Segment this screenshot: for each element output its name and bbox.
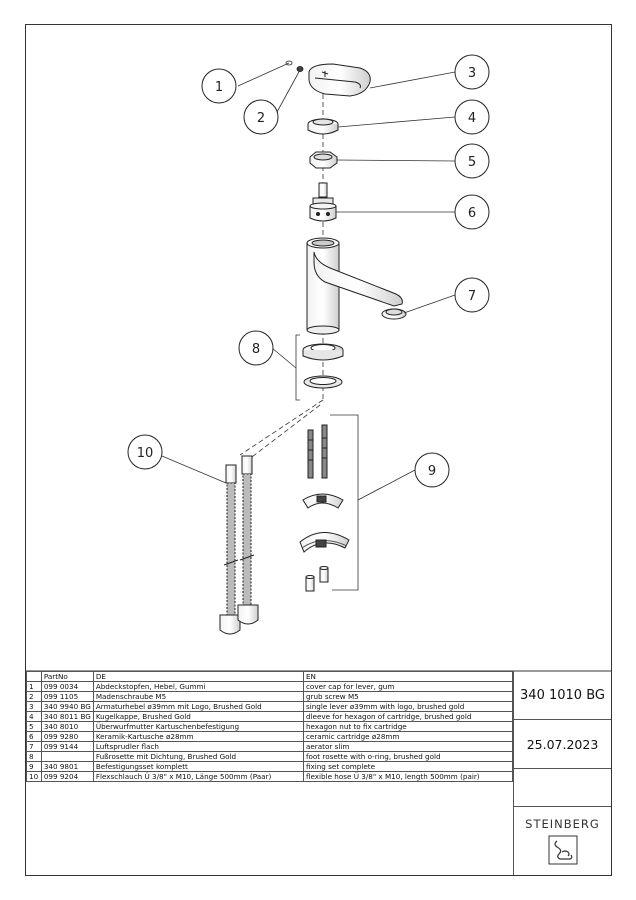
- cell-pos: 4: [26, 711, 42, 722]
- cell-en: flexible hose Ü 3/8" x M10, length 500mm…: [302, 771, 514, 782]
- cell-de: Keramik-Kartusche ø28mm: [92, 731, 304, 742]
- parts-list-table: PartNo DE EN 1 099 0034 Abdeckstopfen, H…: [26, 671, 514, 782]
- header-part-no: PartNo: [40, 671, 94, 682]
- cell-en: fixing set complete: [302, 761, 514, 772]
- foot-rosette-part: [302, 343, 344, 389]
- brand-name: STEINBERG: [525, 817, 600, 831]
- aerator-part: [381, 308, 407, 320]
- brand-block: STEINBERG: [513, 807, 611, 875]
- table-row: 4 340 8011 BG Kugelkappe, Brushed Gold d…: [26, 711, 514, 722]
- callout-2: 2: [243, 99, 279, 135]
- cell-de: Abdeckstopfen, Hebel, Gummi: [92, 681, 304, 692]
- svg-text:6: 6: [468, 206, 476, 221]
- cell-part-no: 340 8010: [40, 721, 94, 732]
- svg-text:3: 3: [468, 66, 476, 81]
- cell-en: single lever ø39mm with logo, brushed go…: [302, 701, 514, 712]
- flex-hoses-part: [219, 455, 259, 635]
- cell-part-no: 340 9801: [40, 761, 94, 772]
- header-pos: [26, 671, 42, 682]
- cell-part-no: 099 0034: [40, 681, 94, 692]
- drawing-date: 25.07.2023: [513, 720, 611, 769]
- cell-de: Flexschlauch Ü 3/8" x M10, Länge 500mm (…: [92, 771, 304, 782]
- grub-screw-part: [296, 66, 304, 72]
- cell-part-no: 099 9204: [40, 771, 94, 782]
- callout-8: 8: [238, 330, 274, 366]
- fixing-set-bracket: [330, 414, 359, 591]
- cell-en: grub screw M5: [302, 691, 514, 702]
- cell-de: Luftsprudler flach: [92, 741, 304, 752]
- hexagon-nut-part: [309, 151, 338, 169]
- svg-text:10: 10: [137, 446, 154, 461]
- cell-part-no: 099 9144: [40, 741, 94, 752]
- table-row: 3 340 9940 BG Armaturhebel ø39mm mit Log…: [26, 701, 514, 712]
- cell-pos: 1: [26, 681, 42, 692]
- table-row: 2 099 1105 Madenschraube M5 grub screw M…: [26, 691, 514, 702]
- article-number: 340 1010 BG: [513, 671, 611, 720]
- lever-part: [308, 63, 371, 97]
- cell-en: cover cap for lever, gum: [302, 681, 514, 692]
- callout-7: 7: [454, 277, 490, 313]
- cell-pos: 7: [26, 741, 42, 752]
- callout-9: 9: [414, 452, 450, 488]
- callout-4: 4: [454, 99, 490, 135]
- cell-de: Armaturhebel ø39mm mit Logo, Brushed Gol…: [92, 701, 304, 712]
- header-de: DE: [92, 671, 304, 682]
- cell-de: Kugelkappe, Brushed Gold: [92, 711, 304, 722]
- cell-pos: 8: [26, 751, 42, 762]
- table-header-row: PartNo DE EN: [26, 671, 514, 682]
- cell-pos: 9: [26, 761, 42, 772]
- callout-10: 10: [127, 434, 163, 470]
- cell-part-no: 099 1105: [40, 691, 94, 702]
- cell-de: Überwurfmutter Kartuschenbefestigung: [92, 721, 304, 732]
- svg-text:2: 2: [257, 111, 265, 126]
- cell-en: foot rosette with o-ring, brushed gold: [302, 751, 514, 762]
- cell-part-no: [40, 751, 94, 762]
- cell-part-no: 340 8011 BG: [40, 711, 94, 722]
- svg-text:8: 8: [252, 342, 260, 357]
- svg-text:1: 1: [215, 80, 223, 95]
- cell-part-no: 099 9280: [40, 731, 94, 742]
- svg-text:4: 4: [468, 111, 476, 126]
- svg-text:7: 7: [468, 289, 476, 304]
- table-row: 1 099 0034 Abdeckstopfen, Hebel, Gummi c…: [26, 681, 514, 692]
- title-block-empty-cell: [513, 769, 611, 807]
- table-row: 8 Fußrosette mit Dichtung, Brushed Gold …: [26, 751, 514, 762]
- cell-pos: 5: [26, 721, 42, 732]
- brand-logo-icon: [548, 835, 577, 865]
- cell-pos: 2: [26, 691, 42, 702]
- cell-de: Fußrosette mit Dichtung, Brushed Gold: [92, 751, 304, 762]
- cell-en: hexagon nut to fix cartridge: [302, 721, 514, 732]
- cell-pos: 3: [26, 701, 42, 712]
- faucet-body-part: [306, 237, 403, 335]
- table-row: 5 340 8010 Überwurfmutter Kartuschenbefe…: [26, 721, 514, 732]
- fixing-set-part: [299, 424, 350, 592]
- svg-text:5: 5: [468, 155, 476, 170]
- cell-de: Befestigungsset komplett: [92, 761, 304, 772]
- callout-6: 6: [454, 194, 490, 230]
- table-row: 7 099 9144 Luftsprudler flach aerator sl…: [26, 741, 514, 752]
- title-block: 340 1010 BG 25.07.2023 STEINBERG: [513, 671, 611, 875]
- table-row: 9 340 9801 Befestigungsset komplett fixi…: [26, 761, 514, 772]
- callout-5: 5: [454, 143, 490, 179]
- cell-de: Madenschraube M5: [92, 691, 304, 702]
- cell-part-no: 340 9940 BG: [40, 701, 94, 712]
- callout-1: 1: [201, 68, 237, 104]
- callout-3: 3: [454, 54, 490, 90]
- cell-en: dleeve for hexagon of cartridge, brushed…: [302, 711, 514, 722]
- cell-en: aerator slim: [302, 741, 514, 752]
- rosette-group-bracket: [295, 334, 300, 401]
- callout-leaders: [161, 62, 456, 501]
- cell-pos: 6: [26, 731, 42, 742]
- drawing-sheet: [25, 24, 612, 876]
- sleeve-part: [307, 118, 339, 135]
- cell-pos: 10: [26, 771, 42, 782]
- table-row: 6 099 9280 Keramik-Kartusche ø28mm ceram…: [26, 731, 514, 742]
- cartridge-part: [309, 182, 337, 222]
- cell-en: ceramic cartridge ø28mm: [302, 731, 514, 742]
- table-row: 10 099 9204 Flexschlauch Ü 3/8" x M10, L…: [26, 771, 514, 782]
- header-en: EN: [302, 671, 514, 682]
- svg-text:9: 9: [428, 464, 436, 479]
